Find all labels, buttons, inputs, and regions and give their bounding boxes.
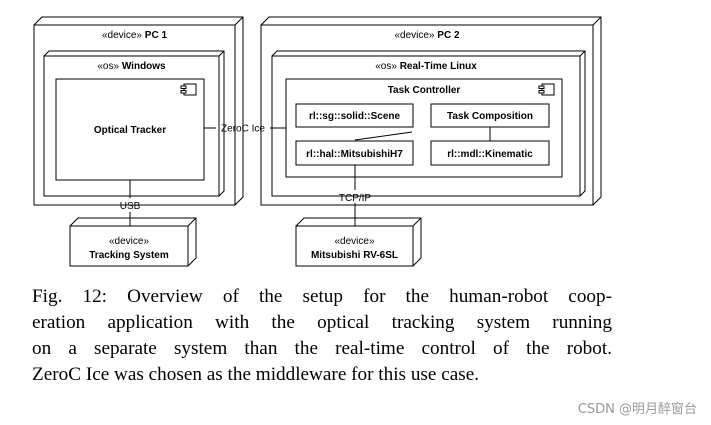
tracking-system-node: «device» Tracking System <box>69 217 197 267</box>
tracking-system-stereotype: «device» <box>109 236 149 247</box>
task-controller-label: Task Controller <box>388 85 461 96</box>
task-composition-class: Task Composition <box>430 103 550 128</box>
pc2-title: «device» PC 2 <box>394 30 459 41</box>
tcpip-label: TCP/IP <box>339 193 372 204</box>
mitsubishi-h7-class: rl::hal::MitsubishiH7 <box>295 140 414 166</box>
robot-node: «device» Mitsubishi RV-6SL <box>295 217 422 267</box>
tracking-system-name: Tracking System <box>89 250 169 261</box>
scene-label: rl::sg::solid::Scene <box>309 111 401 122</box>
usb-label: USB <box>120 201 141 212</box>
scene-class: rl::sg::solid::Scene <box>295 103 414 128</box>
component-icon <box>538 83 555 96</box>
pc1-title: «device» PC 1 <box>102 30 167 41</box>
scene-h7-connector <box>354 131 413 141</box>
windows-title: «os» Windows <box>97 61 166 72</box>
kinematic-label: rl::mdl::Kinematic <box>447 149 533 160</box>
rt-linux-title: «os» Real-Time Linux <box>375 61 477 72</box>
deployment-diagram: «device» PC 1 «os» Windows Optical Track… <box>33 16 602 267</box>
csdn-watermark: CSDN @明月醉窗台 <box>577 402 697 417</box>
robot-stereotype: «device» <box>334 236 374 247</box>
robot-name: Mitsubishi RV-6SL <box>311 250 398 261</box>
caption-line: Fig. 12: Overview of the setup for the h… <box>32 286 612 307</box>
optical-tracker-component: Optical Tracker <box>55 78 205 181</box>
component-icon <box>180 83 197 96</box>
caption-line: on a separate system than the real-time … <box>32 338 612 359</box>
caption-line: eration application with the optical tra… <box>32 312 612 333</box>
caption-line: ZeroC Ice was chosen as the middleware f… <box>32 364 480 385</box>
task-composition-label: Task Composition <box>447 111 533 122</box>
zeroc-ice-label: ZeroC Ice <box>221 124 265 135</box>
figure-caption: Fig. 12: Overview of the setup for the h… <box>32 284 612 388</box>
kinematic-class: rl::mdl::Kinematic <box>430 140 550 166</box>
mitsubishi-h7-label: rl::hal::MitsubishiH7 <box>306 149 403 160</box>
optical-tracker-label: Optical Tracker <box>94 125 166 136</box>
